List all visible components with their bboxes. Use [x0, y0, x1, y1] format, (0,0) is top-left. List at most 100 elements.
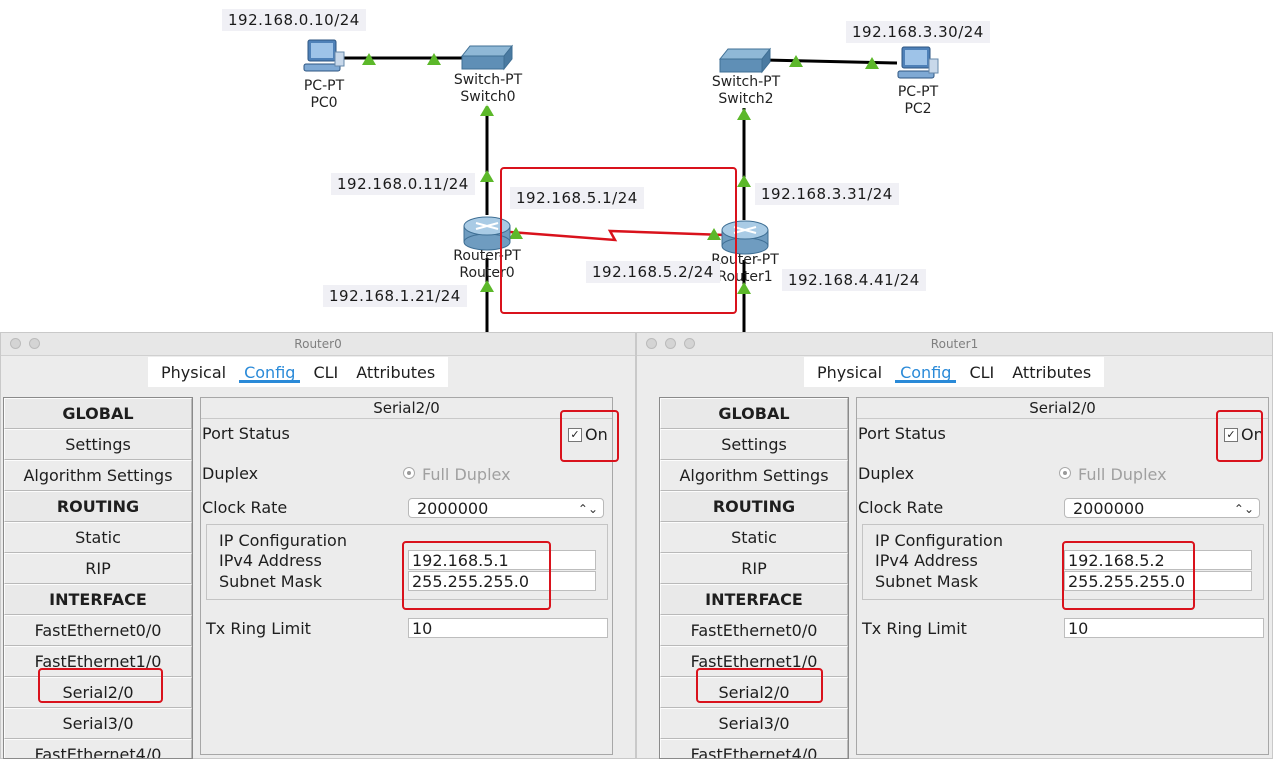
pc0-name: PC0	[310, 95, 338, 111]
port-status-checkbox[interactable]: ✓	[1224, 428, 1238, 442]
router0-icon[interactable]	[463, 216, 511, 251]
tx-ring-limit-field[interactable]: 10	[408, 618, 608, 638]
clock-rate-label: Clock Rate	[202, 498, 288, 517]
pc2-label[interactable]: PC-PT PC2	[886, 84, 950, 118]
tab-cli[interactable]: CLI	[313, 363, 339, 382]
clock-rate-label: Clock Rate	[858, 498, 944, 517]
pc2-type: PC-PT	[897, 84, 939, 100]
switch0-type: Switch-PT	[453, 72, 523, 88]
full-duplex-label: Full Duplex	[1078, 465, 1167, 484]
ip-configuration-label: IP Configuration	[875, 531, 1003, 550]
sidebar-item-algorithm-settings[interactable]: Algorithm Settings	[4, 460, 192, 491]
router0-bottom-ip-label: 192.168.1.21/24	[323, 285, 467, 307]
clock-rate-value: 2000000	[417, 499, 489, 518]
router0-window-title: Router0	[294, 337, 342, 351]
sidebar-item-settings[interactable]: Settings	[660, 429, 848, 460]
sidebar-item-serial3-0[interactable]: Serial3/0	[4, 708, 192, 739]
pc0-type: PC-PT	[303, 78, 345, 94]
sidebar-heading-global: GLOBAL	[4, 398, 192, 429]
serial-link[interactable]	[509, 229, 726, 242]
router1-type: Router-PT	[711, 252, 779, 268]
ip-configuration-group: IP Configuration IPv4 Address 192.168.5.…	[206, 524, 608, 600]
serial-left-ip-label: 192.168.5.1/24	[510, 187, 644, 209]
router1-icon[interactable]	[721, 220, 769, 255]
switch2-icon[interactable]	[718, 47, 772, 74]
port-status-checkbox[interactable]: ✓	[568, 428, 582, 442]
sidebar-item-fastethernet0-0[interactable]: FastEthernet0/0	[660, 615, 848, 646]
clock-rate-value: 2000000	[1073, 499, 1145, 518]
full-duplex-radio[interactable]	[1059, 467, 1071, 479]
tab-physical[interactable]: Physical	[161, 363, 227, 382]
pc2-icon[interactable]	[897, 46, 939, 79]
switch2-label[interactable]: Switch-PT Switch2	[700, 74, 792, 108]
close-icon[interactable]	[10, 338, 21, 349]
switch2-type: Switch-PT	[711, 74, 781, 90]
switch2-name: Switch2	[718, 91, 774, 107]
serial-right-ip-label: 192.168.5.2/24	[586, 261, 720, 283]
sidebar-item-serial3-0[interactable]: Serial3/0	[660, 708, 848, 739]
zoom-icon[interactable]	[684, 338, 695, 349]
router1-window-title: Router1	[930, 337, 979, 351]
subnet-mask-field[interactable]: 255.255.255.0	[408, 571, 596, 591]
sidebar-item-static[interactable]: Static	[660, 522, 848, 553]
subnet-mask-label: Subnet Mask	[875, 572, 979, 591]
tx-ring-limit-label: Tx Ring Limit	[206, 619, 311, 638]
sidebar-item-static[interactable]: Static	[4, 522, 192, 553]
router1-label[interactable]: Router-PT Router1	[699, 252, 791, 286]
duplex-label: Duplex	[202, 464, 259, 483]
ip-configuration-label: IP Configuration	[219, 531, 347, 550]
router1-window-titlebar[interactable]: Router1	[637, 333, 1272, 356]
switch0-name: Switch0	[460, 89, 516, 105]
sidebar-item-fastethernet1-0[interactable]: FastEthernet1/0	[4, 646, 192, 677]
topology-canvas[interactable]	[0, 0, 1273, 335]
sidebar-heading-global: GLOBAL	[660, 398, 848, 429]
tab-physical[interactable]: Physical	[817, 363, 883, 382]
link-status-indicators	[362, 53, 879, 294]
port-status-on-label: On	[1241, 425, 1264, 444]
pc2-ip-label: 192.168.3.30/24	[846, 21, 990, 43]
sidebar-heading-interface: INTERFACE	[660, 584, 848, 615]
full-duplex-label: Full Duplex	[422, 465, 511, 484]
minimize-icon[interactable]	[29, 338, 40, 349]
sidebar-heading-routing: ROUTING	[4, 491, 192, 522]
tab-attributes[interactable]: Attributes	[356, 363, 436, 382]
sidebar-item-algorithm-settings[interactable]: Algorithm Settings	[660, 460, 848, 491]
ipv4-address-field[interactable]: 192.168.5.1	[408, 550, 596, 570]
ipv4-address-field[interactable]: 192.168.5.2	[1064, 550, 1252, 570]
switch0-label[interactable]: Switch-PT Switch0	[442, 72, 534, 106]
router0-window-titlebar[interactable]: Router0	[1, 333, 635, 356]
sidebar-item-serial2-0[interactable]: Serial2/0	[4, 677, 192, 708]
subnet-mask-label: Subnet Mask	[219, 572, 323, 591]
sidebar-item-fastethernet4-0[interactable]: FastEthernet4/0	[4, 739, 192, 758]
clock-rate-select[interactable]: 2000000 ⌃⌄	[1064, 498, 1260, 518]
clock-rate-select[interactable]: 2000000⌃⌄	[408, 498, 604, 518]
sidebar-item-fastethernet4-0[interactable]: FastEthernet4/0	[660, 739, 848, 758]
close-icon[interactable]	[646, 338, 657, 349]
tab-attributes[interactable]: Attributes	[1012, 363, 1092, 382]
tab-config[interactable]: Config	[235, 357, 304, 387]
full-duplex-radio[interactable]	[403, 467, 415, 479]
tab-config[interactable]: Config	[891, 357, 960, 387]
router0-top-ip-label: 192.168.0.11/24	[331, 173, 475, 195]
sidebar-item-serial2-0[interactable]: Serial2/0	[660, 677, 848, 708]
sidebar-item-fastethernet0-0[interactable]: FastEthernet0/0	[4, 615, 192, 646]
tab-cli[interactable]: CLI	[969, 363, 995, 382]
sidebar-item-rip[interactable]: RIP	[660, 553, 848, 584]
sidebar-item-settings[interactable]: Settings	[4, 429, 192, 460]
sidebar-item-fastethernet1-0[interactable]: FastEthernet1/0	[660, 646, 848, 677]
sidebar-heading-routing: ROUTING	[660, 491, 848, 522]
switch0-icon[interactable]	[460, 44, 514, 71]
minimize-icon[interactable]	[665, 338, 676, 349]
port-status-label: Port Status	[858, 424, 946, 443]
sidebar-item-rip[interactable]: RIP	[4, 553, 192, 584]
pc0-icon[interactable]	[303, 39, 345, 72]
router0-label[interactable]: Router-PT Router0	[441, 248, 533, 282]
updown-arrow-icon: ⌃⌄	[1233, 502, 1254, 516]
pc0-label[interactable]: PC-PT PC0	[292, 78, 356, 112]
cable-switch2-pc2[interactable]	[764, 58, 898, 65]
subnet-mask-field[interactable]: 255.255.255.0	[1064, 571, 1252, 591]
tx-ring-limit-field[interactable]: 10	[1064, 618, 1264, 638]
pc2-name: PC2	[904, 101, 932, 117]
interface-panel-title: Serial2/0	[857, 398, 1268, 419]
port-status-on-label: On	[585, 425, 608, 444]
